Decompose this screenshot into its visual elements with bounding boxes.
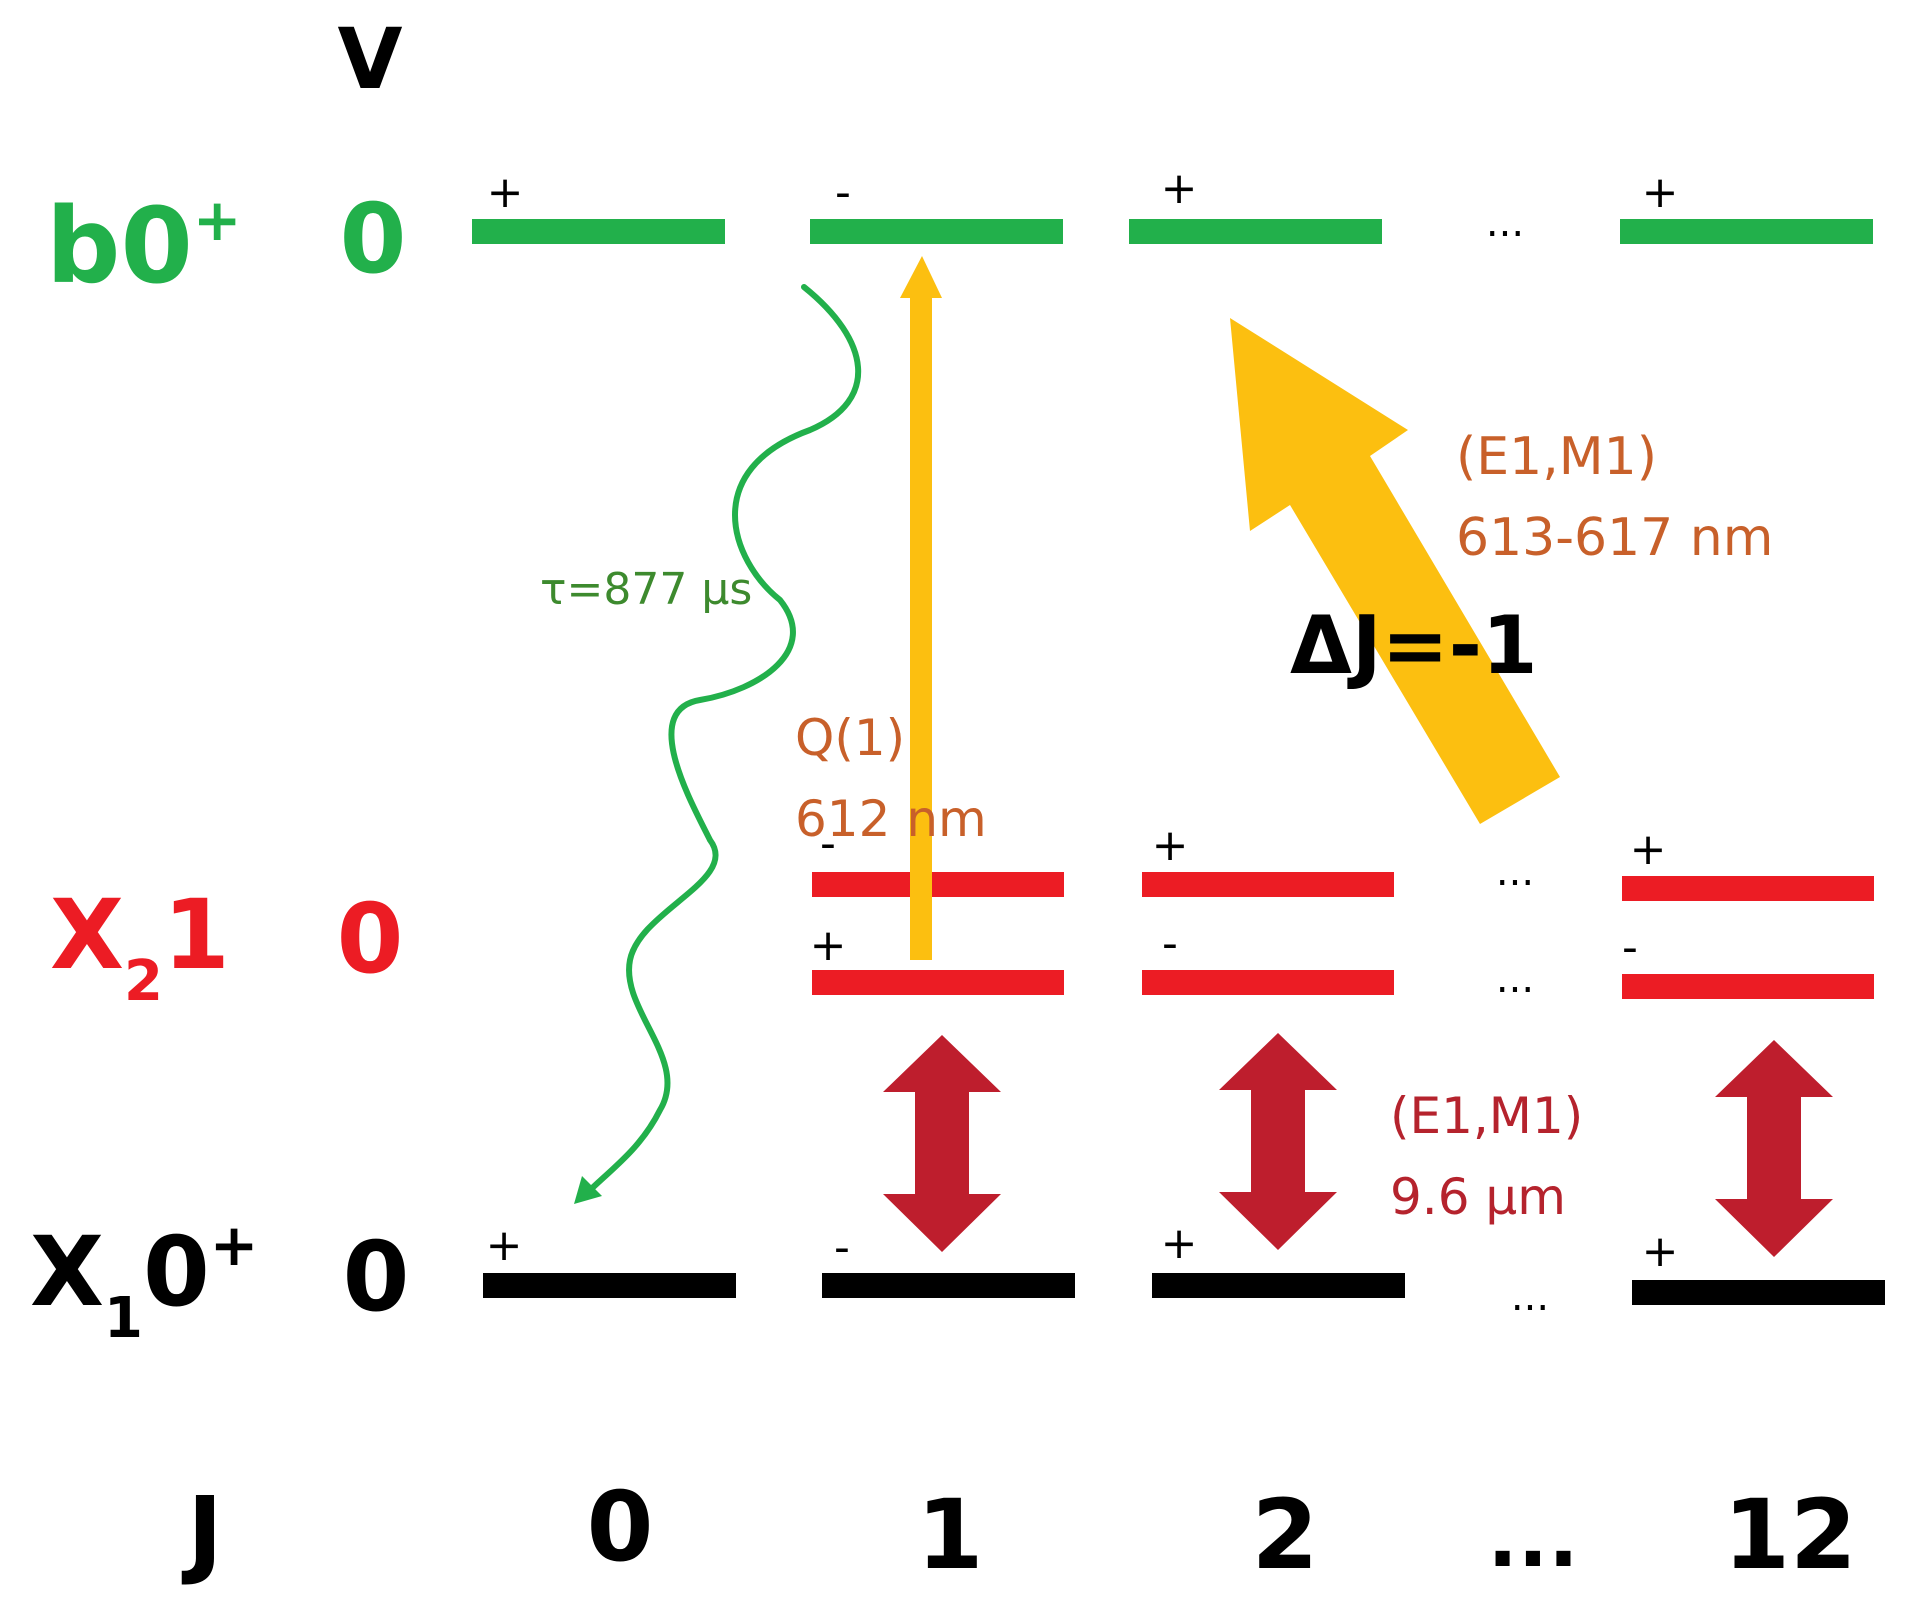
x2-levels: - + + + - - ... ... (810, 818, 1874, 1002)
state-x2-name-post: 1 (163, 879, 230, 991)
x2-upper-ellipsis: ... (1496, 849, 1534, 895)
b0-level-j0 (472, 219, 725, 244)
state-label-x10plus: X10+ (30, 1211, 258, 1351)
j-value-2: 2 (1252, 1479, 1319, 1591)
ir-double-arrow-j12 (1715, 1040, 1833, 1257)
x1-level-j1 (822, 1273, 1075, 1298)
x2-upper-parity-j12: + (1630, 824, 1667, 875)
x2-lower-parity-j12: - (1622, 922, 1638, 973)
state-b-name: b0 (46, 185, 193, 307)
x1-level-j0 (483, 1273, 736, 1298)
ir-double-arrow-j2 (1219, 1033, 1337, 1250)
j-value-1: 1 (917, 1479, 984, 1591)
ir-transition-label-line1: (E1,M1) (1390, 1087, 1583, 1145)
x1-level-j12 (1632, 1280, 1885, 1305)
x1-parity-j1: - (834, 1222, 850, 1273)
state-x2-name-pre: X (50, 879, 124, 991)
state-x2-sub: 2 (124, 949, 163, 1014)
state-label-x21: X21 (50, 879, 230, 1014)
delta-j-arrow (1230, 318, 1560, 824)
x1-parity-j12: + (1642, 1226, 1679, 1277)
x2-lower-level-j12 (1622, 974, 1874, 999)
delta-j-label: ΔJ=-1 (1290, 599, 1538, 692)
q1-label-line1: Q(1) (795, 709, 905, 767)
vis-transition-label-line2: 613-617 nm (1456, 508, 1773, 568)
x2-upper-parity-j1: - (820, 818, 836, 869)
x2-lower-level-j1 (812, 970, 1064, 995)
v-axis-label: V (337, 10, 402, 108)
x2-upper-level-j1 (812, 872, 1064, 897)
j-value-0: 0 (587, 1471, 654, 1583)
ir-double-arrow-j1 (883, 1035, 1001, 1252)
q1-excitation-arrow (900, 256, 942, 960)
lifetime-label: τ=877 μs (540, 564, 752, 615)
state-x2-v-value: 0 (337, 883, 404, 995)
state-x1-name-post: 0 (143, 1216, 210, 1328)
j-value-ellipsis: ... (1487, 1492, 1578, 1585)
state-x1-sub: 1 (104, 1286, 143, 1351)
x2-lower-ellipsis: ... (1496, 956, 1534, 1002)
j-value-12: 12 (1723, 1479, 1857, 1591)
x1-parity-j2: + (1161, 1218, 1198, 1269)
state-x1-sup: + (210, 1211, 259, 1279)
b0-parity-j0: + (487, 167, 524, 218)
state-x1-name-pre: X (30, 1216, 104, 1328)
b0-parity-j1: - (835, 167, 851, 218)
ir-transition-label-line2: 9.6 μm (1390, 1168, 1566, 1226)
x2-upper-level-j2 (1142, 872, 1394, 897)
j-axis-label: J (181, 1476, 223, 1588)
decay-wavy-arrow (574, 284, 862, 1204)
x2-upper-level-j12 (1622, 876, 1874, 901)
q1-label-line2: 612 nm (795, 790, 987, 848)
state-b-v-value: 0 (340, 183, 407, 295)
b0-parity-j12: + (1642, 167, 1679, 218)
svg-text:X21: X21 (50, 879, 230, 1014)
x1-levels: + - + + ... (483, 1218, 1885, 1320)
svg-text:b0+: b0+ (46, 185, 241, 307)
b0-parity-j2: + (1161, 163, 1198, 214)
b0-level-j2 (1129, 219, 1382, 244)
x1-parity-j0: + (486, 1220, 523, 1271)
svg-text:X10+: X10+ (30, 1211, 258, 1351)
state-label-b0plus: b0+ (46, 185, 241, 307)
x2-lower-level-j2 (1142, 970, 1394, 995)
x2-lower-parity-j2: - (1162, 918, 1178, 969)
state-b-sup: + (193, 186, 242, 254)
b0-level-j1 (810, 219, 1063, 244)
b0-level-j12 (1620, 219, 1873, 244)
b0-levels: + - + + ... (472, 163, 1873, 246)
x1-ellipsis: ... (1511, 1274, 1549, 1320)
vis-transition-label-line1: (E1,M1) (1456, 427, 1657, 487)
x1-level-j2 (1152, 1273, 1405, 1298)
b0-ellipsis: ... (1486, 200, 1524, 246)
x2-upper-parity-j2: + (1152, 820, 1189, 871)
state-x1-v-value: 0 (343, 1221, 410, 1333)
x2-lower-parity-j1: + (810, 920, 847, 971)
